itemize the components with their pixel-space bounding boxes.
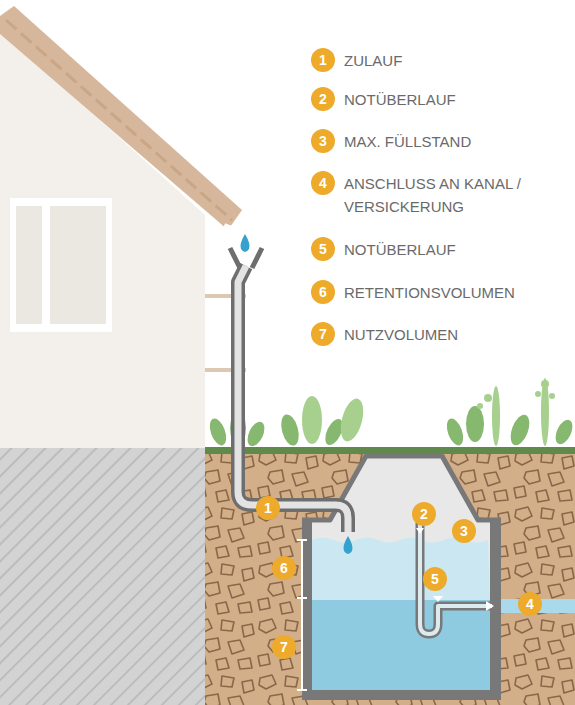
callout-number: 4: [518, 592, 542, 616]
overflow-pipe: [420, 508, 492, 634]
level-marker: [433, 596, 443, 602]
part-name: NOTÜBERLAUF: [344, 238, 456, 261]
cistern-body: [302, 456, 501, 700]
part-name: NUTZVOLUMEN: [344, 323, 458, 346]
callout-number: 6: [272, 556, 296, 580]
window: [10, 198, 112, 332]
house-foundation: [0, 448, 205, 705]
callout-number: 1: [311, 48, 335, 72]
callout-number: 4: [311, 171, 335, 195]
callout-number: 5: [311, 237, 335, 261]
callout-number: 3: [452, 519, 476, 543]
roof-tiles: [6, 20, 232, 220]
roof: [0, 6, 242, 230]
callout-number: 1: [256, 496, 280, 520]
downpipe-inner: [238, 266, 348, 532]
callout-number: 6: [311, 280, 335, 304]
callout-number: 2: [311, 87, 335, 111]
usable-water: [312, 600, 490, 691]
part-name: NOTÜBERLAUF: [344, 88, 456, 111]
gutter: [224, 226, 268, 231]
part-name: RETENTIONSVOLUMEN: [344, 281, 515, 304]
level-marker: [416, 528, 424, 534]
callout-number: 3: [311, 129, 335, 153]
part-name: ZULAUF: [344, 49, 402, 72]
part-name: MAX. FÜLLSTAND: [344, 130, 471, 153]
soil: [205, 452, 575, 705]
volume-bracket: [297, 540, 307, 690]
grass: [205, 447, 575, 454]
flow-arrow: [486, 601, 494, 611]
cistern-wall: [302, 690, 501, 700]
retention-water: [312, 538, 490, 601]
callout-number: 2: [412, 502, 436, 526]
overflow-pipe-inner: [420, 508, 492, 634]
part-name: ANSCHLUSS AN KANAL / VERSICKERUNG: [344, 172, 559, 218]
rain-drop: [241, 234, 250, 252]
downpipe: [238, 266, 348, 532]
cistern-wall: [302, 520, 312, 700]
callout-number: 5: [423, 567, 447, 591]
water-drop: [344, 536, 353, 554]
plants: [207, 378, 575, 449]
callout-number: 7: [272, 635, 296, 659]
callout-number: 7: [311, 322, 335, 346]
